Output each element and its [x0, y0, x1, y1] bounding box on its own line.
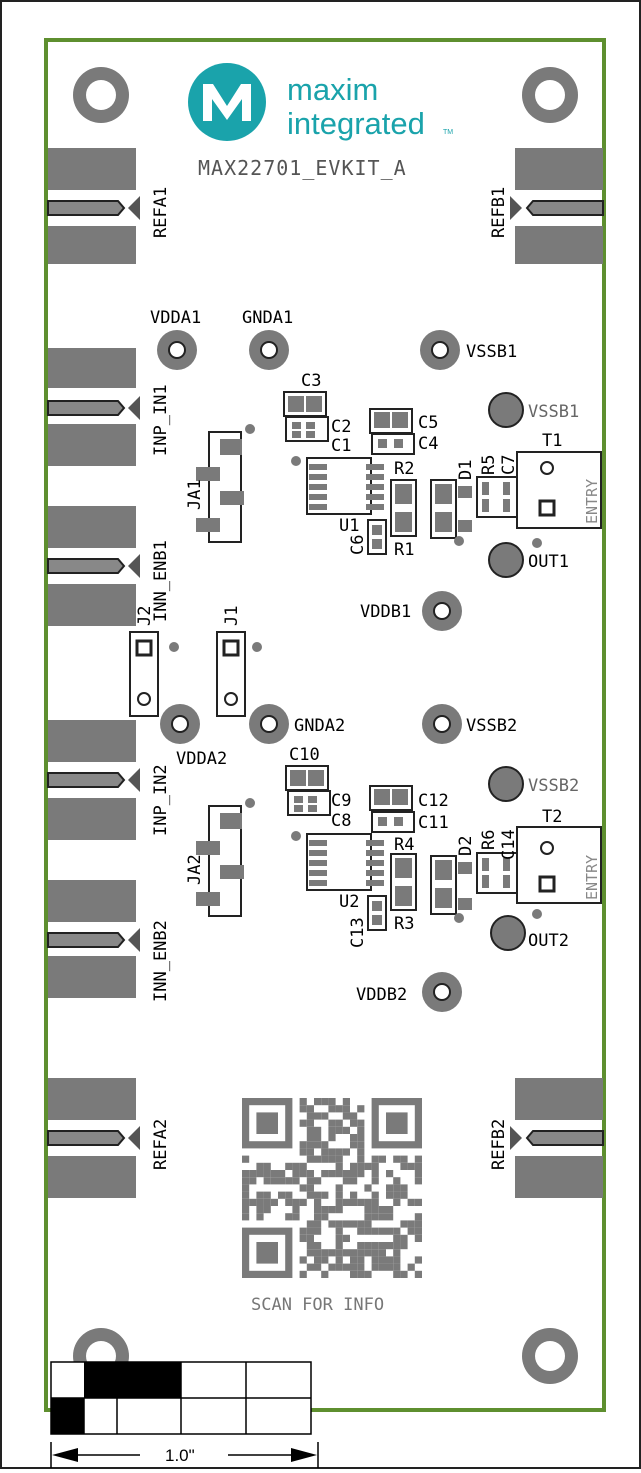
label-refa1: REFA1: [151, 187, 171, 238]
mounting-hole-tr: [522, 67, 578, 123]
label-c7: C7: [499, 455, 519, 475]
label-refa2: REFA2: [151, 1119, 171, 1170]
test-point-vssb2: [422, 704, 462, 744]
maxim-logo-icon: [188, 63, 266, 141]
label-vddb2: VDDB2: [356, 985, 407, 1005]
label-u2: U2: [339, 892, 359, 912]
scale-dimension: [50, 1442, 319, 1468]
label-gnda1: GNDA1: [242, 308, 293, 328]
label-r3: R3: [394, 914, 414, 934]
label-out1: OUT1: [528, 552, 569, 572]
label-vssb1-b: VSSB1: [528, 402, 579, 422]
label-inp-in2: INP_IN2: [151, 764, 171, 836]
label-t1: T1: [542, 431, 562, 451]
label-d1: D1: [456, 460, 476, 480]
label-c14: C14: [499, 829, 519, 860]
qr-code: [242, 1098, 422, 1278]
label-j2: J2: [135, 606, 155, 626]
label-vdda2: VDDA2: [176, 749, 227, 769]
label-c12: C12: [418, 791, 449, 811]
label-vssb2: VSSB2: [466, 716, 517, 736]
label-out2: OUT2: [528, 931, 569, 951]
mounting-hole-tl: [73, 67, 129, 123]
label-gnda2: GNDA2: [294, 716, 345, 736]
logo-line2: integrated: [287, 106, 425, 141]
test-point-out1: [488, 542, 524, 578]
test-point-vssb2-b: [488, 766, 524, 802]
label-r1: R1: [394, 540, 414, 560]
label-c13: C13: [348, 917, 368, 948]
logo-line1: maxim: [287, 72, 378, 107]
label-c4: C4: [418, 434, 438, 454]
test-point-vddb2: [422, 972, 462, 1012]
label-vdda1: VDDA1: [150, 308, 201, 328]
label-c9: C9: [331, 791, 351, 811]
label-c11: C11: [418, 813, 449, 833]
test-point-vssb1: [420, 330, 460, 370]
label-d2: D2: [456, 836, 476, 856]
label-entry-2: ENTRY: [583, 855, 601, 900]
label-c3: C3: [301, 371, 321, 391]
test-point-out2: [490, 915, 526, 951]
maxim-logo: maxim integrated TM: [188, 63, 453, 141]
label-c5: C5: [418, 413, 438, 433]
test-point-gnda1: [249, 330, 289, 370]
label-ja1: JA1: [185, 479, 205, 510]
label-c2: C2: [331, 417, 351, 437]
label-refb1: REFB1: [489, 187, 509, 238]
label-r4: R4: [394, 835, 414, 855]
label-vssb2-b: VSSB2: [528, 776, 579, 796]
test-point-vdda2: [160, 704, 200, 744]
label-r2: R2: [394, 459, 414, 479]
label-inp-in1: INP_IN1: [151, 384, 171, 456]
label-j1: J1: [222, 606, 242, 626]
label-u1: U1: [339, 516, 359, 536]
label-entry-1: ENTRY: [583, 479, 601, 524]
label-refb2: REFB2: [489, 1119, 509, 1170]
test-point-vdda1: [157, 330, 197, 370]
scale-label: 1.0": [165, 1446, 195, 1465]
test-point-vssb1-b: [488, 392, 524, 428]
label-c6: C6: [348, 535, 368, 555]
label-vddb1: VDDB1: [360, 602, 411, 622]
label-inn-enb2: INN_ENB2: [151, 920, 171, 1002]
label-c10: C10: [289, 745, 320, 765]
label-ja2: JA2: [185, 854, 205, 885]
test-point-gnda2: [249, 704, 289, 744]
mounting-hole-br: [522, 1328, 578, 1384]
label-c1: C1: [331, 436, 351, 456]
label-inn-enb1: INN_ENB1: [151, 540, 171, 622]
logo-tm: TM: [443, 129, 453, 136]
board-name: MAX22701_EVKIT_A: [198, 156, 407, 180]
test-point-vddb1: [422, 591, 462, 631]
scan-for-info: SCAN FOR INFO: [251, 1295, 384, 1315]
label-c8: C8: [331, 811, 351, 831]
label-r5: R5: [479, 455, 499, 475]
label-t2: T2: [542, 807, 562, 827]
label-vssb1: VSSB1: [466, 342, 517, 362]
label-r6: R6: [479, 830, 499, 850]
